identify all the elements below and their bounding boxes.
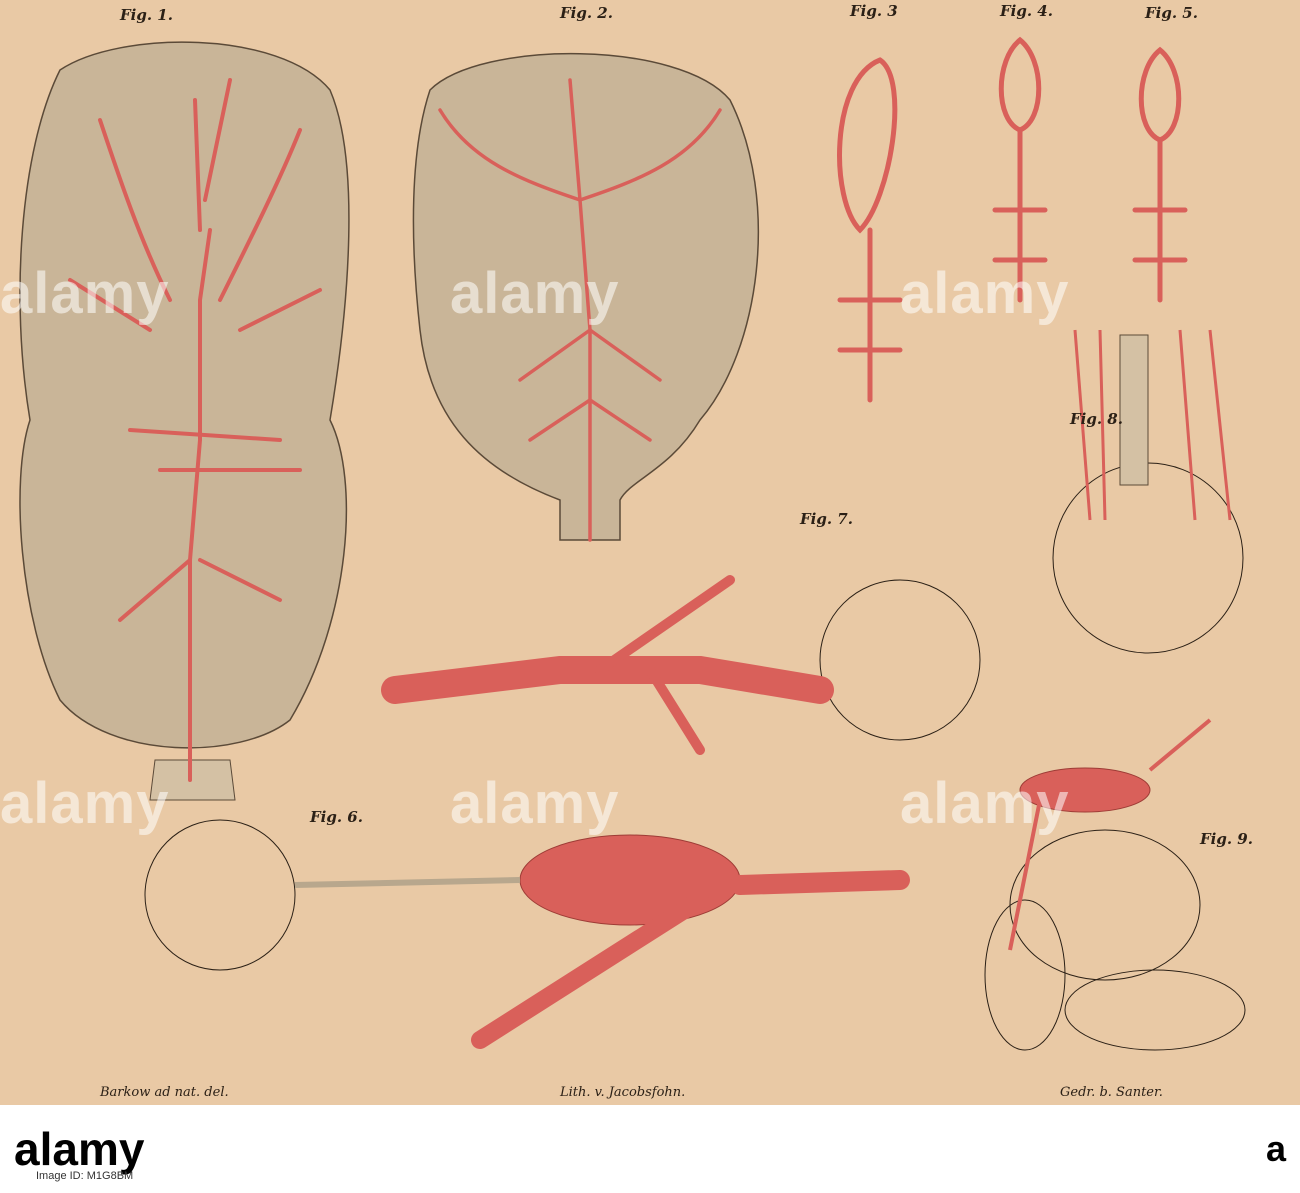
watermark-left-bottom: alamy <box>0 771 170 836</box>
fig6-label: Fig. 6. <box>310 808 363 826</box>
credit-printer: Gedr. b. Santer. <box>1060 1085 1163 1100</box>
stock-image-id: Image ID: M1G8BM <box>36 1170 134 1182</box>
watermark-center-top: alamy <box>450 261 620 326</box>
fig4-label: Fig. 4. <box>1000 2 1053 20</box>
watermark-right-bottom: alamy <box>900 771 1070 836</box>
fig9-eye <box>984 718 1246 1051</box>
fig1-label: Fig. 1. <box>120 6 173 24</box>
fig2-brain <box>412 52 760 542</box>
fig5-label: Fig. 5. <box>1145 4 1198 22</box>
stock-logo: alamy <box>14 1123 145 1175</box>
fig2-label: Fig. 2. <box>560 4 613 22</box>
stock-site-mark: a <box>1265 1128 1286 1169</box>
fig3-label: Fig. 3 <box>850 2 898 20</box>
lithograph-plate: Fig. 1. Fig. 2. Fig. 3 Fig. 4. Fig. 5. F… <box>0 0 1300 1105</box>
fig3-5-vessels <box>837 36 1188 403</box>
stock-strip <box>0 1105 1300 1193</box>
fig7-label: Fig. 7. <box>800 510 853 528</box>
fig8-eye <box>1052 329 1244 654</box>
fig6-plexus <box>144 819 910 1049</box>
plate-illustration <box>19 36 1246 1051</box>
watermark-left-top: alamy <box>0 261 170 326</box>
watermark-center-bottom: alamy <box>450 771 620 836</box>
fig9-label: Fig. 9. <box>1200 830 1253 848</box>
credit-artist: Barkow ad nat. del. <box>100 1085 229 1100</box>
credit-lithographer: Lith. v. Jacobsfohn. <box>560 1085 686 1100</box>
fig7-artery <box>381 575 981 755</box>
fig8-label: Fig. 8. <box>1070 410 1123 428</box>
fig1-brain <box>19 41 350 801</box>
watermark-right-top: alamy <box>900 261 1070 326</box>
